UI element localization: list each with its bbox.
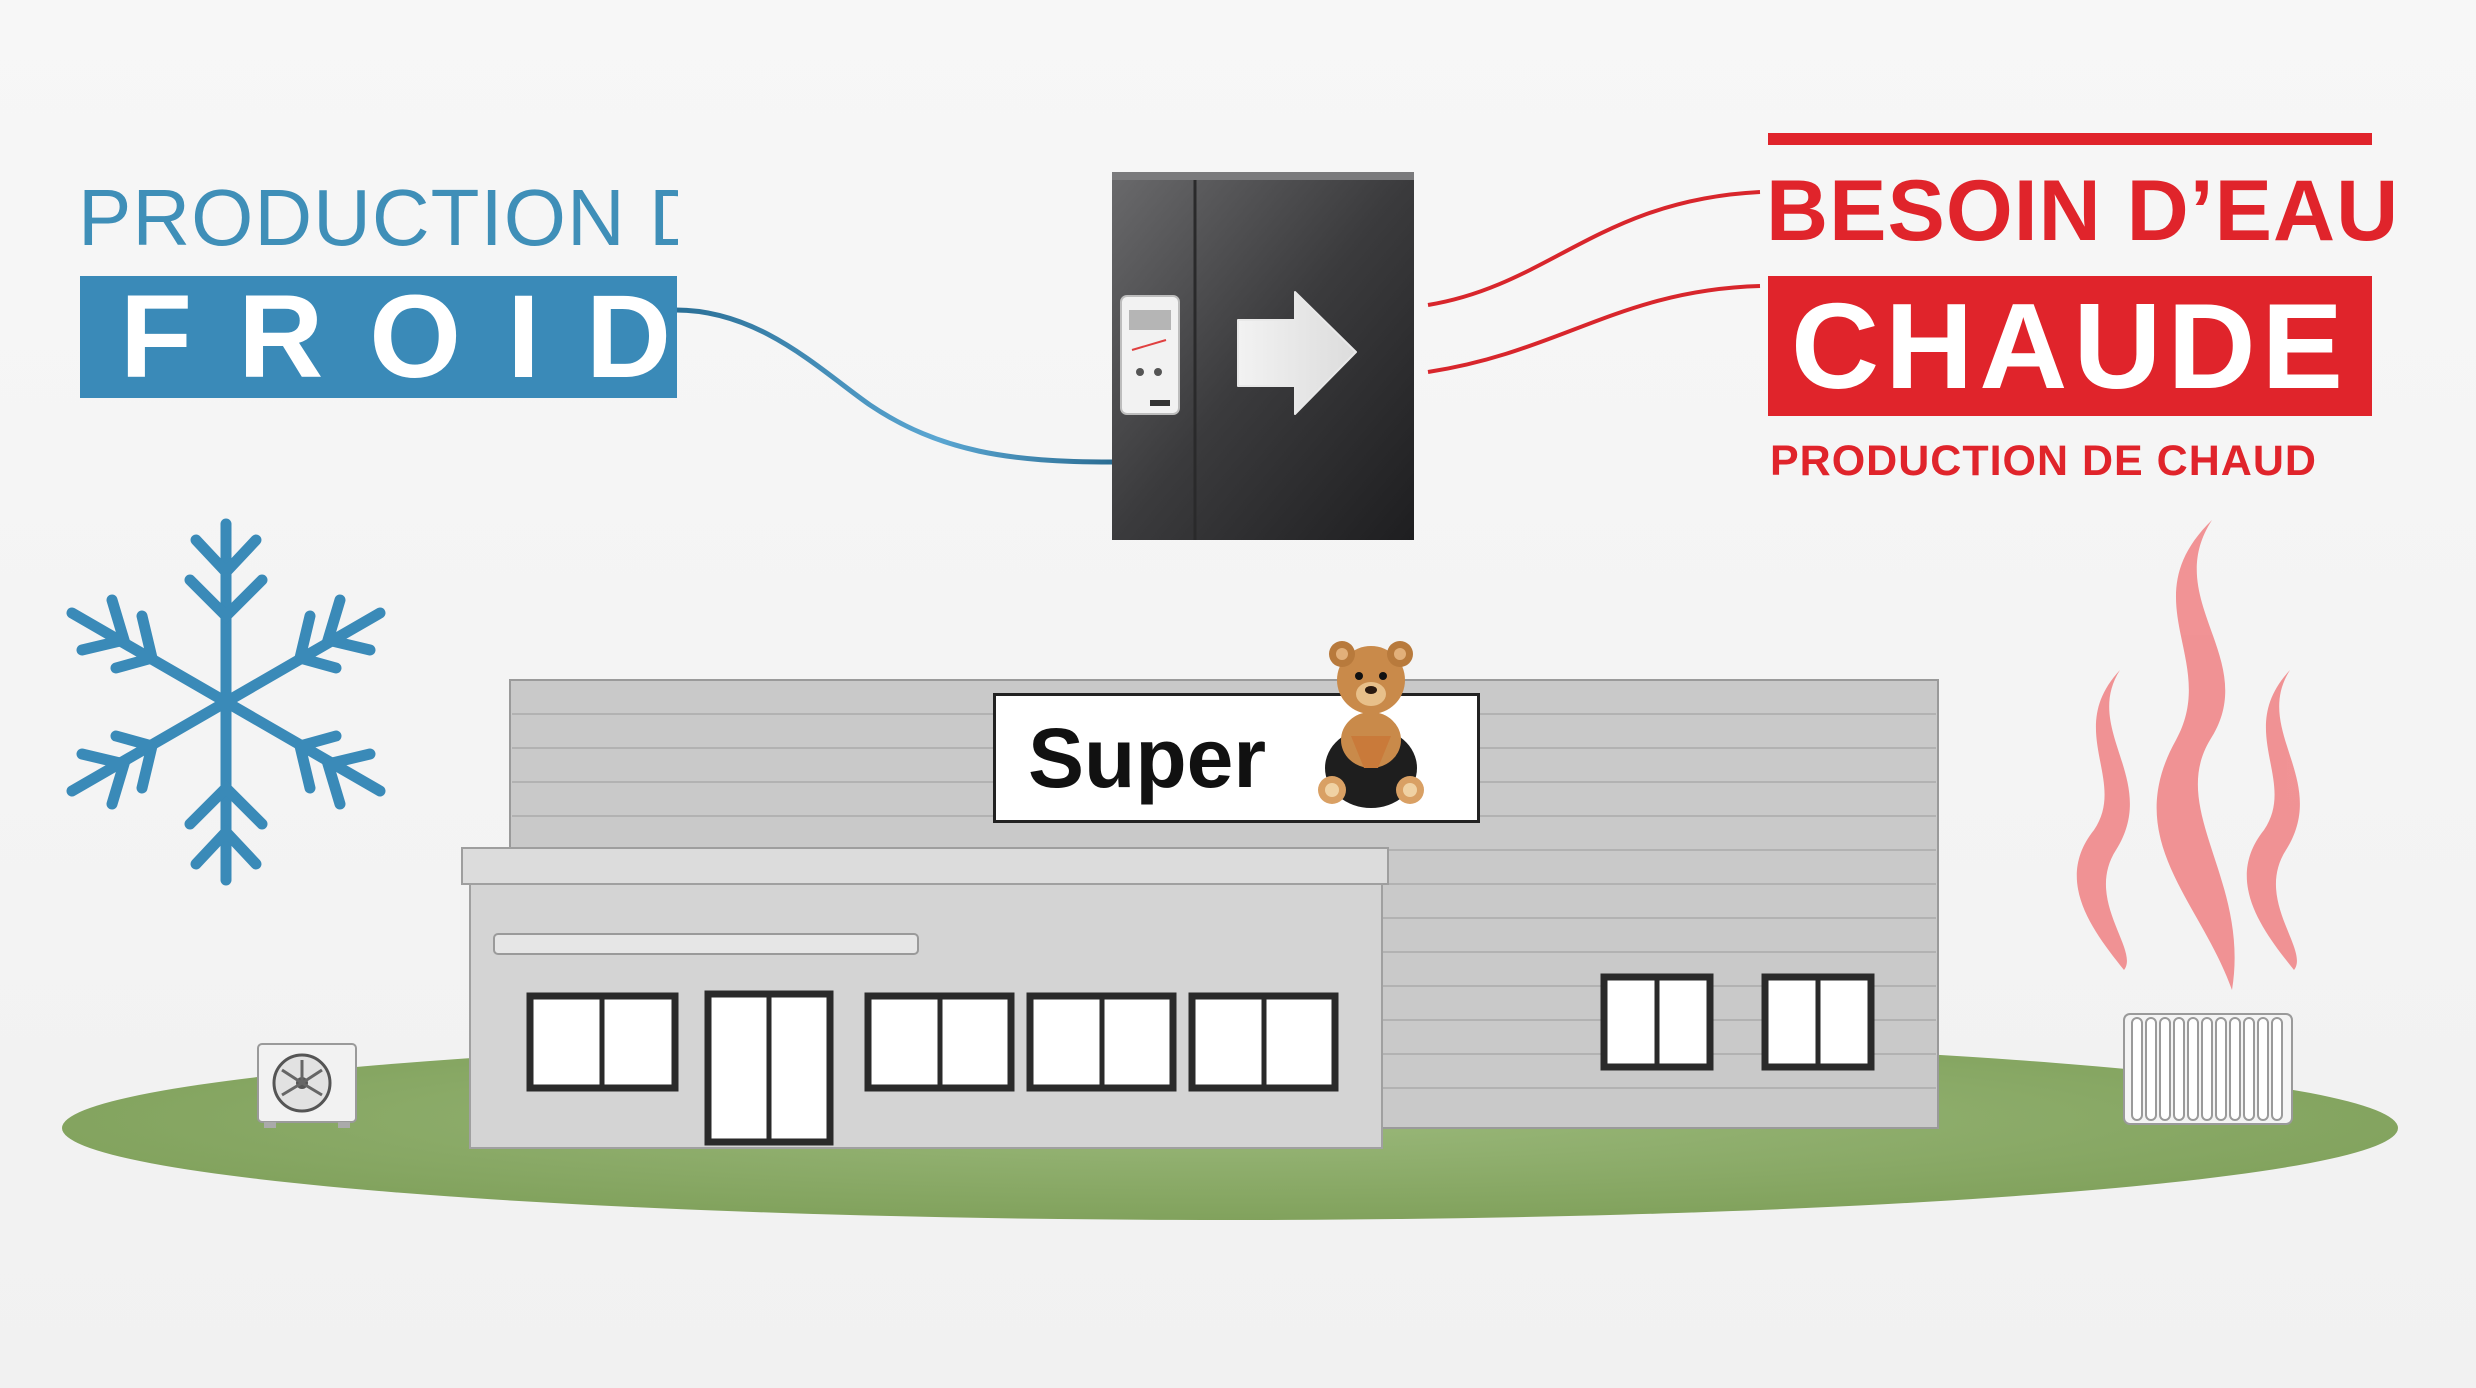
outdoor-ac-unit-icon: [257, 1043, 357, 1128]
hot-title-rule: [1768, 133, 2372, 145]
building-window: [1026, 992, 1177, 1092]
heat-production-caption: PRODUCTION DE CHAUD: [1770, 437, 2317, 485]
hot-water-title: CHAUDE: [1768, 276, 2372, 416]
heat-pump-unit: [1112, 172, 1414, 540]
building-window: [526, 992, 679, 1092]
building-window: [1761, 973, 1875, 1071]
radiator-icon: [2123, 1013, 2293, 1125]
store-front-building: [461, 847, 1389, 1149]
hot-water-subtitle: BESOIN D’EAU: [1766, 163, 2400, 259]
control-panel-icon: [1120, 295, 1180, 415]
right-arrow-icon: [1237, 291, 1357, 415]
cold-connection-line: [675, 307, 1113, 465]
cold-production-subtitle: PRODUCTION DE: [78, 178, 678, 258]
building-window: [864, 992, 1015, 1092]
heat-waves-icon: [2076, 520, 2300, 990]
entrance-door: [704, 990, 834, 1146]
snowflake-icon: [66, 518, 386, 886]
store-sign-text: Super: [1028, 711, 1267, 805]
store-sign: Super: [993, 641, 1480, 823]
building-window: [1600, 973, 1714, 1071]
hot-connection-lines: [1427, 190, 1761, 374]
teddy-bear-logo: [1318, 641, 1424, 808]
building-window: [1188, 992, 1339, 1092]
cold-production-title: FROID: [80, 276, 677, 398]
